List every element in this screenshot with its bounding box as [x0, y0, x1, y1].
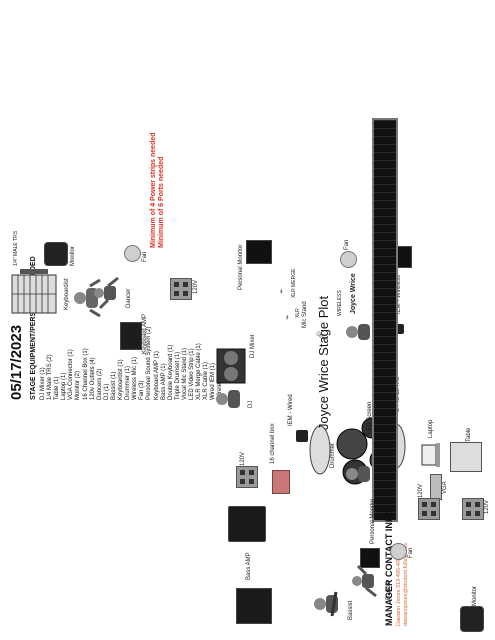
dancer-left-icon: [352, 564, 377, 598]
fan-right-label: Fan: [142, 251, 148, 262]
dancer-right-label: Dancer: [126, 288, 132, 308]
bass-amp-label: Bass AMP: [246, 552, 252, 580]
equipment-list-item: Vocal Mic Stand (1): [181, 347, 188, 400]
fan-center-icon: [340, 251, 357, 268]
equipment-list-item: DJ (1): [103, 383, 110, 400]
xlr-cable-icon: ⌁: [282, 314, 292, 320]
equipment-list-item: Bassist (1): [110, 371, 117, 400]
ports-note: Minimum of 6 Ports needed: [158, 156, 165, 248]
outlet-bass-icon: [418, 498, 440, 520]
equipment-list-item: Dancers (2): [96, 368, 103, 400]
fan-left-icon: [390, 543, 407, 560]
outlet-channel-box-icon: [236, 466, 258, 488]
xlr-label: XLR: [295, 308, 301, 318]
dancer-right-icon: [94, 276, 119, 310]
fan-right-icon: [124, 245, 141, 262]
led-screen: [372, 118, 398, 522]
vga-label: VGA: [442, 481, 448, 494]
outlet-right-label: 120V: [193, 279, 199, 294]
outlet-left-label: 120V: [484, 499, 490, 514]
fan-center-label: Fan: [344, 239, 350, 250]
monitor-top-right-label: Monitor: [70, 245, 76, 266]
dj-person-icon: [216, 390, 240, 408]
keyboard-amp-label: Keyboard AMP: [142, 313, 148, 354]
bass-amp-large-icon: [236, 588, 272, 624]
bassist-person-icon: [314, 591, 338, 617]
outlet-left-icon: [462, 498, 484, 520]
keyboardist-label: Keyboardist: [64, 278, 70, 310]
equipment-list-item: Keyboard AMP (1): [153, 351, 160, 400]
equipment-list-item: LED Video Strip (1): [188, 348, 195, 400]
dj-mixer-label: DJ Mixer: [250, 334, 256, 358]
dancer-left-label: Dancer: [386, 580, 392, 600]
equipment-list-item: Double Keyboard (1): [167, 344, 174, 400]
channel-box-icon: [272, 470, 290, 494]
mic-stand-label: Mic Stand: [302, 301, 308, 328]
vga-connector-icon: [430, 474, 442, 500]
equipment-list-item: XLR Cable (1): [203, 361, 210, 400]
table-label: Table: [466, 427, 472, 442]
equipment-list-item: 16 Channel Box (1): [82, 348, 89, 400]
plot-title: Joyce Wrice Stage Plot: [316, 295, 331, 430]
dj-label: DJ: [248, 400, 254, 408]
equipment-list-item: Triple Drumset (1): [174, 351, 181, 400]
power-notes: Minimum of 4 Power strips needed Minimum…: [150, 132, 166, 248]
bassist-label: Bassist: [348, 600, 354, 620]
joyce-wrice-label: Joyce Wrice: [350, 273, 357, 314]
led-screen-label: LED Screen: [367, 401, 373, 434]
monitor-left-label: Monitor: [472, 585, 478, 606]
keyboard-trs-label: 1/4" MALE TRS: [13, 230, 19, 266]
equipment-list-item: XLR Merge Cable (1): [196, 343, 203, 400]
xlr-merge-icon: ⌁: [276, 288, 286, 294]
power-strip-note: Minimum of 4 Power strips needed: [150, 132, 157, 248]
equipment-list-item: DJ Mixer (1): [40, 367, 46, 400]
keyboard-icon: [11, 269, 57, 314]
outlet-channel-box-label: 120V: [240, 451, 246, 466]
keyboard-amp-icon: [120, 322, 142, 350]
equipment-list-item: Monitor (2): [75, 370, 82, 400]
equipment-list-item: 1/4 Male TRS (2): [47, 354, 54, 400]
equipment-list-item: 120v Outlets (4): [89, 357, 96, 400]
table-icon: [450, 442, 482, 472]
laptop-icon: [421, 443, 440, 467]
monitor-left-icon: [460, 606, 484, 632]
outlet-bass-label: 120V: [418, 483, 424, 498]
equipment-list-item: VGA Connector (1): [68, 349, 75, 400]
personal-monitor-right-label: Personal Monitor: [238, 244, 244, 290]
personal-monitor-left-label: Personal Monitor: [370, 498, 376, 544]
personal-monitor-right-icon: [246, 240, 272, 264]
channel-box-label: 16 channel box: [270, 423, 276, 464]
equipment-list-item: Table (1): [54, 376, 61, 400]
wireless-mic-label: WIRELESS: [337, 290, 343, 316]
outlet-right-icon: [170, 278, 192, 300]
joyce-wrice-person-icon: [346, 324, 370, 340]
iem-wired-label: IEM - Wired: [288, 394, 294, 426]
manager-contact-title: MANAGER CONTACT INFO: [384, 509, 394, 626]
xlr-merge-label: XLR MERGE: [291, 268, 297, 298]
laptop-label: Laptop: [428, 419, 434, 438]
dj-mixer-icon: [216, 348, 246, 384]
plot-date: 05/17/2023: [8, 324, 25, 400]
equipment-list-item: Bass AMP (1): [160, 363, 167, 400]
drummer-person-icon: [346, 466, 370, 482]
equipment-list-item: Laptop (1): [61, 372, 68, 400]
fan-left-label: Fan: [408, 547, 414, 558]
monitor-top-right-icon: [44, 242, 68, 266]
bass-amp-icon: [228, 506, 266, 542]
